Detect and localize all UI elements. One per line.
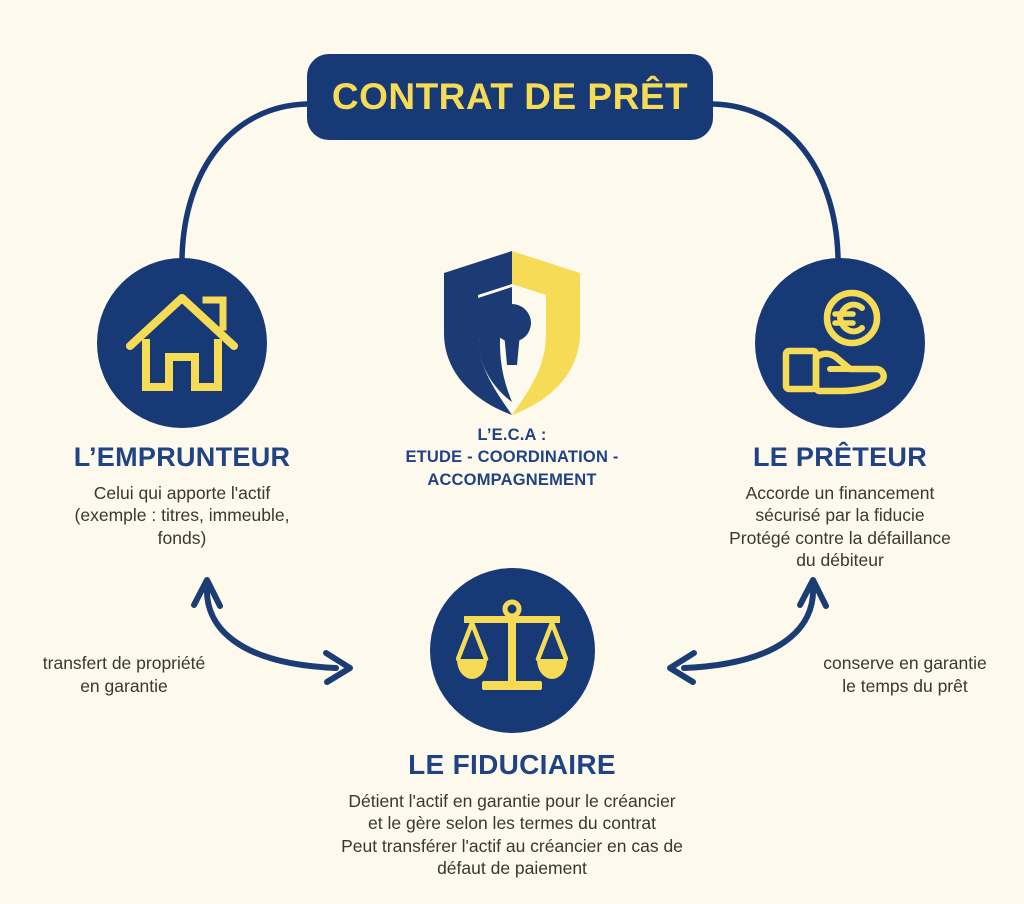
eca-caption-line-1: L’E.C.A : [477, 426, 547, 444]
fiduciary-desc-line-4: défaut de paiement [437, 858, 587, 879]
node-lender: LE PRÊTEUR Accorde un financement sécuri… [672, 258, 1008, 572]
shield-wrapper [372, 244, 652, 422]
lender-description: Accorde un financement sécurisé par la f… [672, 482, 1008, 572]
lender-desc-line-2: sécurisé par la fiducie [755, 505, 925, 526]
page-title: CONTRAT DE PRÊT [331, 76, 689, 117]
fiduciary-desc-line-3: Peut transférer l'actif au créancier en … [341, 835, 683, 856]
fiduciary-description: Détient l'actif en garantie pour le créa… [282, 790, 742, 880]
fiduciary-desc-line-2: et le gère selon les termes du contrat [368, 813, 656, 834]
label-transfer-de-propriete: transfert de propriété en garantie [6, 652, 242, 698]
label-transfer-line-1: transfert de propriété [42, 653, 206, 673]
label-keep-line-1: conserve en garantie [823, 653, 987, 673]
borrower-description: Celui qui apporte l'actif (exemple : tit… [14, 482, 350, 549]
eca-caption: L’E.C.A : ETUDE - COORDINATION - ACCOMPA… [372, 424, 652, 491]
fiduciary-title: LE FIDUCIAIRE [408, 749, 616, 780]
borrower-desc-line-2: (exemple : titres, immeuble, [74, 505, 290, 526]
lender-desc-line-1: Accorde un financement [745, 483, 935, 503]
keyhole-glyph [493, 304, 531, 365]
lender-title: LE PRÊTEUR [752, 442, 928, 472]
node-fiduciary: LE FIDUCIAIRE Détient l'actif en garanti… [282, 568, 742, 880]
fiduciary-icon-circle [429, 568, 595, 733]
lender-desc-line-4: du débiteur [796, 550, 884, 571]
borrower-desc-line-1: Celui qui apporte l'actif [93, 483, 271, 503]
lender-icon-circle [755, 258, 925, 428]
logo-eca: L’E.C.A : ETUDE - COORDINATION - ACCOMPA… [372, 244, 652, 491]
eca-caption-line-2: ETUDE - COORDINATION - [405, 448, 619, 467]
scales-of-justice-icon [456, 599, 568, 690]
shield-keyhole-icon [444, 251, 580, 415]
borrower-desc-line-3: fonds) [157, 527, 207, 548]
lender-desc-line-3: Protégé contre la défaillance [729, 527, 951, 548]
house-icon [126, 294, 238, 391]
label-transfer-line-2: en garantie [80, 675, 168, 696]
arc-banner-to-borrower [179, 101, 310, 261]
arc-banner-to-lender [710, 101, 841, 261]
node-borrower: L’EMPRUNTEUR Celui qui apporte l'actif (… [14, 258, 350, 549]
title-banner: CONTRAT DE PRÊT [307, 54, 713, 140]
hand-holding-euro-icon [782, 289, 887, 395]
borrower-title: L’EMPRUNTEUR [73, 442, 291, 472]
label-conserve-en-garantie: conserve en garantie le temps du prêt [790, 652, 1020, 698]
fiduciary-desc-line-1: Détient l'actif en garantie pour le créa… [348, 791, 676, 811]
label-keep-line-2: le temps du prêt [842, 675, 968, 696]
borrower-icon-circle [97, 258, 267, 428]
eca-caption-line-3: ACCOMPAGNEMENT [427, 470, 597, 489]
